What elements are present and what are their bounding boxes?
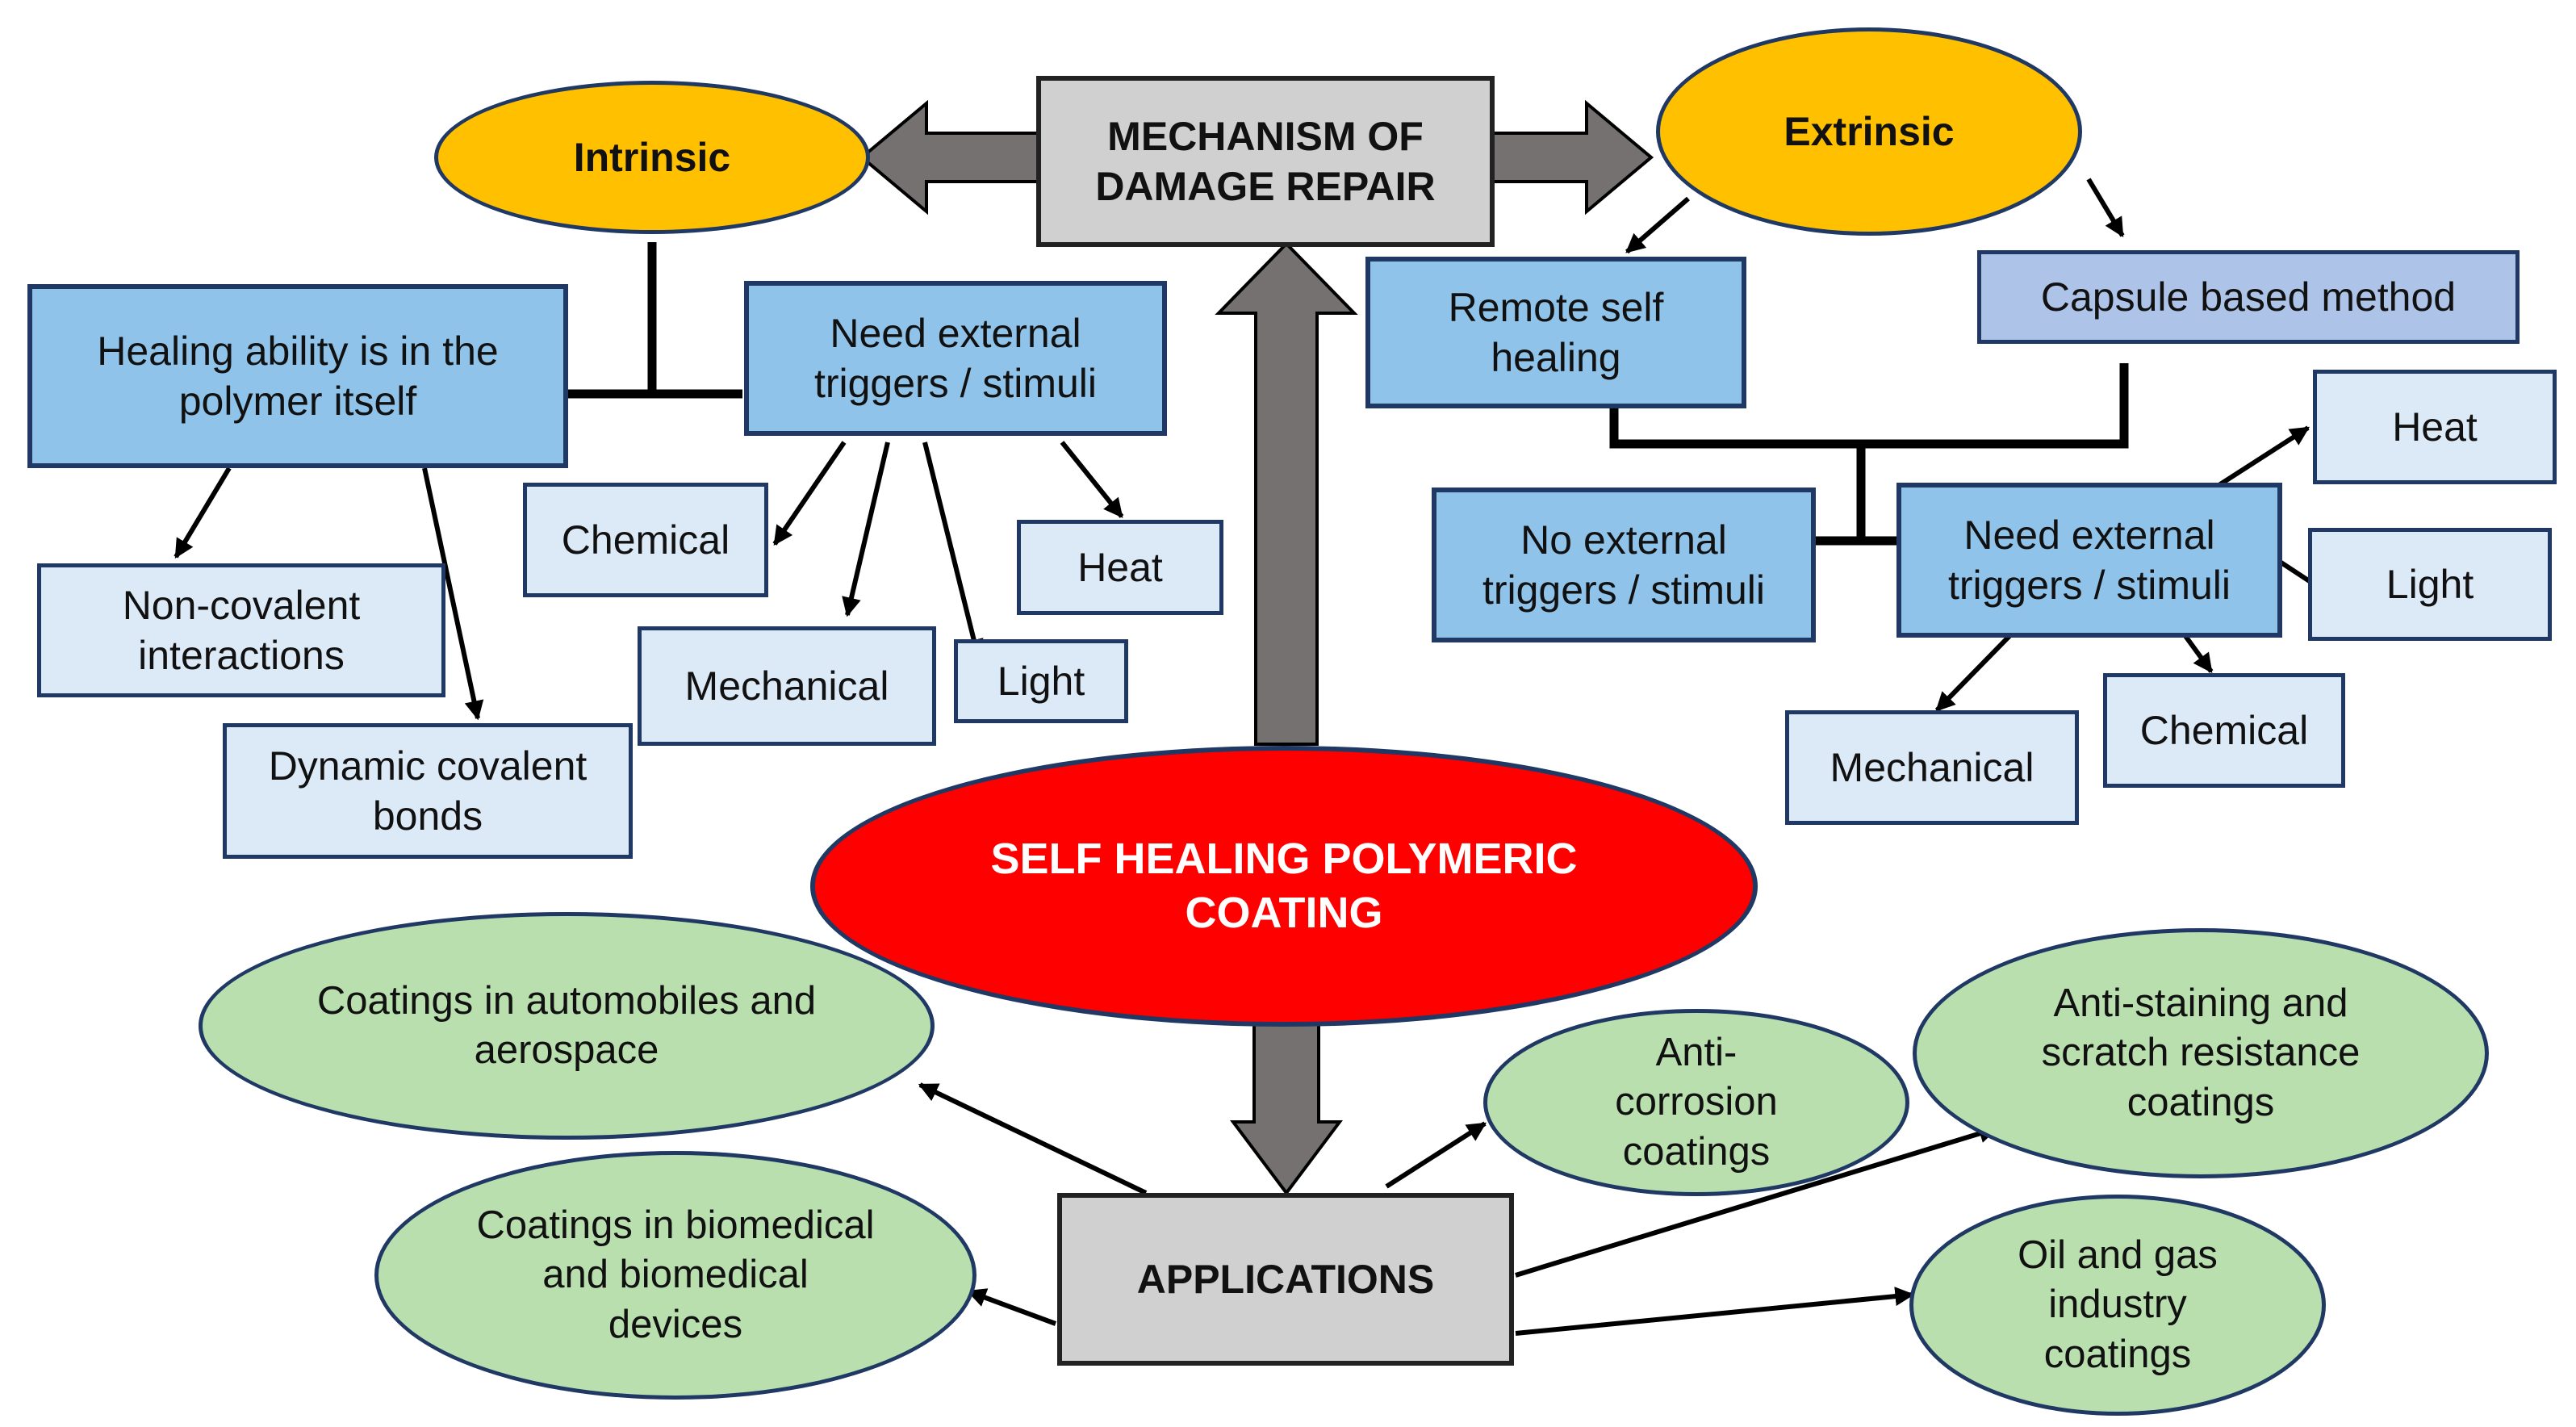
arrow-to-mechanical bbox=[842, 441, 890, 617]
arrow-to-extrinsic bbox=[1490, 99, 1654, 216]
extrinsic-need-triggers-box: Need external triggers / stimuli bbox=[1896, 483, 2282, 638]
arrow-to-dynamic-covalent bbox=[422, 467, 484, 721]
extrinsic-remote-box: Remote self healing bbox=[1365, 257, 1746, 408]
intrinsic-dynamic-covalent-box: Dynamic covalent bonds bbox=[223, 723, 633, 859]
arrow-to-ext-heat bbox=[2216, 425, 2310, 488]
extrinsic-connector bbox=[1609, 363, 2129, 546]
extrinsic-chemical-box: Chemical bbox=[2103, 673, 2345, 788]
extrinsic-heat-box: Heat bbox=[2313, 370, 2557, 484]
extrinsic-no-triggers-box: No external triggers / stimuli bbox=[1432, 488, 1816, 642]
arrow-to-ext-chemical bbox=[2183, 634, 2214, 673]
arrow-to-anticorrosion bbox=[1385, 1121, 1487, 1189]
intrinsic-connector bbox=[565, 242, 742, 399]
arrow-to-antistaining bbox=[1515, 1124, 1999, 1278]
intrinsic-ellipse: Intrinsic bbox=[434, 81, 870, 234]
arrow-to-chemical bbox=[772, 441, 847, 546]
arrow-to-light bbox=[922, 441, 984, 659]
arrow-to-biomedical bbox=[966, 1288, 1057, 1326]
intrinsic-light-box: Light bbox=[954, 639, 1128, 723]
arrow-to-ext-mechanical bbox=[1934, 634, 2012, 713]
extrinsic-mechanical-box: Mechanical bbox=[1785, 710, 2079, 825]
intrinsic-non-covalent-box: Non-covalent interactions bbox=[37, 563, 445, 697]
arrow-center-to-mechanism bbox=[1215, 241, 1358, 746]
intrinsic-mechanical-box: Mechanical bbox=[638, 626, 936, 746]
intrinsic-chemical-box: Chemical bbox=[523, 483, 768, 597]
app-biomedical-ellipse: Coatings in biomedical and biomedical de… bbox=[374, 1151, 976, 1400]
app-antistaining-ellipse: Anti-staining and scratch resistance coa… bbox=[1913, 928, 2489, 1178]
intrinsic-healing-box: Healing ability is in the polymer itself bbox=[27, 284, 568, 468]
intrinsic-need-triggers-box: Need external triggers / stimuli bbox=[744, 281, 1167, 436]
intrinsic-heat-box: Heat bbox=[1017, 520, 1223, 615]
arrow-to-heat bbox=[1060, 441, 1124, 518]
app-anticorrosion-ellipse: Anti-corrosion coatings bbox=[1483, 1009, 1909, 1196]
center-ellipse: SELF HEALING POLYMERIC COATING bbox=[810, 746, 1758, 1027]
arrow-to-automobiles bbox=[918, 1082, 1148, 1195]
extrinsic-light-box: Light bbox=[2308, 528, 2552, 641]
app-automobiles-ellipse: Coatings in automobiles and aerospace bbox=[199, 912, 935, 1140]
extrinsic-capsule-box: Capsule based method bbox=[1977, 250, 2520, 344]
extrinsic-ellipse: Extrinsic bbox=[1656, 27, 2082, 236]
arrow-to-capsule bbox=[2086, 178, 2125, 238]
applications-box: APPLICATIONS bbox=[1057, 1193, 1514, 1366]
app-oilgas-ellipse: Oil and gas industry coatings bbox=[1909, 1195, 2326, 1416]
mechanism-box: MECHANISM OF DAMAGE REPAIR bbox=[1036, 76, 1495, 247]
arrow-center-to-applications bbox=[1230, 1022, 1343, 1196]
arrow-to-oilgas bbox=[1515, 1287, 1915, 1336]
arrow-to-remote bbox=[1625, 196, 1690, 254]
arrow-to-intrinsic bbox=[859, 99, 1043, 216]
arrow-to-non-covalent bbox=[174, 467, 232, 559]
